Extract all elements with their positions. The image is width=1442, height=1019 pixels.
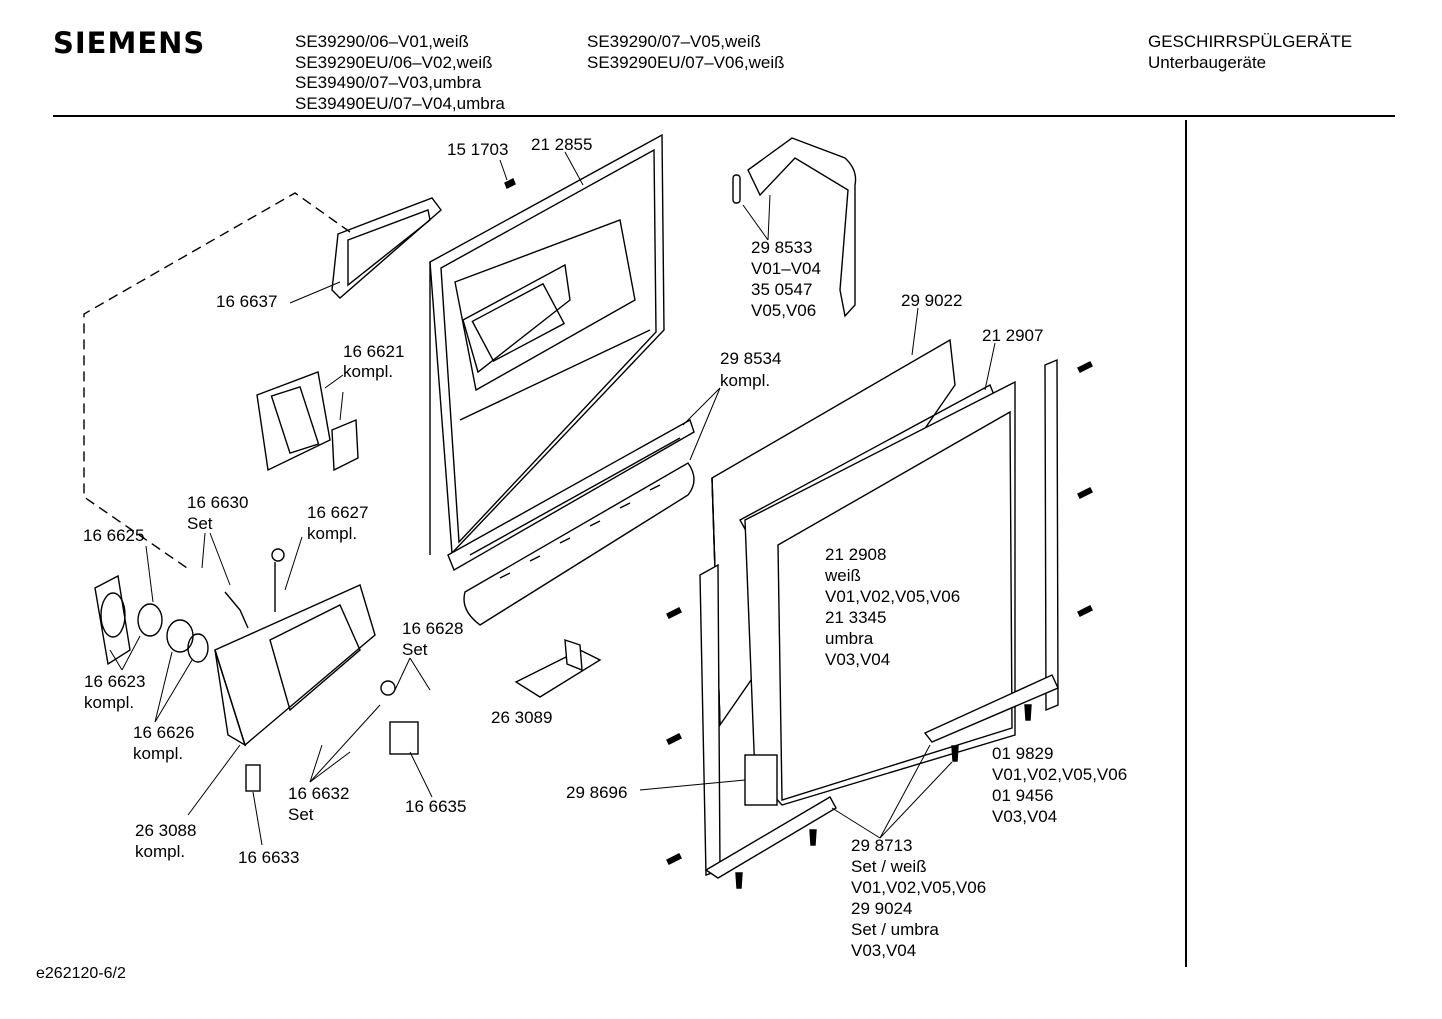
part-label-298534-note: kompl.: [720, 371, 770, 390]
window-frame-part: [331, 197, 442, 299]
part-label-166623: 16 6623: [84, 672, 145, 691]
leader-lines: [109, 151, 996, 846]
part-label-166621: 16 6621: [343, 342, 404, 361]
part-label-213345-color: umbra: [825, 629, 874, 648]
bracket-part: [514, 639, 602, 698]
part-labels: 15 1703 21 2855 29 8533 V01–V04 35 0547 …: [83, 135, 1127, 960]
part-label-299024-note: Set / umbra: [851, 920, 939, 939]
part-label-212855: 21 2855: [531, 135, 592, 154]
dispenser-lid: [94, 574, 131, 666]
part-label-151703: 15 1703: [447, 140, 508, 159]
control-panel-part: [256, 371, 359, 472]
part-label-166630-note: Set: [187, 514, 213, 533]
hinge-bracket-part: [732, 137, 857, 318]
part-label-019456-variant: V03,V04: [992, 807, 1057, 826]
model-list-col1: SE39290/06–V01,weiß SE39290EU/06–V02,wei…: [295, 32, 505, 114]
part-label-350547-variant: V05,V06: [751, 301, 816, 320]
model-line: SE39290EU/07–V06,weiß: [587, 52, 785, 72]
door-seal-strip: [447, 418, 695, 572]
part-label-166625: 16 6625: [83, 526, 144, 545]
model-line: SE39490/07–V03,umbra: [295, 73, 482, 92]
screw-icons: [504, 178, 1093, 889]
part-label-166627-note: kompl.: [307, 524, 357, 543]
part-label-263088: 26 3088: [135, 821, 196, 840]
model-line: SE39290/06–V01,weiß: [295, 32, 469, 51]
category-block: GESCHIRRSPÜLGERÄTE Unterbaugeräte: [1148, 32, 1352, 73]
model-line: SE39290/07–V05,weiß: [587, 32, 761, 51]
part-label-350547: 35 0547: [751, 280, 812, 299]
siemens-logo: SIEMENS: [53, 26, 206, 60]
part-label-166626-note: kompl.: [133, 744, 183, 763]
assembly-dashed-line: [83, 192, 351, 571]
part-label-299024: 29 9024: [851, 899, 912, 918]
part-label-212908-color: weiß: [824, 566, 861, 585]
model-line: SE39290EU/06–V02,weiß: [295, 52, 493, 72]
part-label-298713: 29 8713: [851, 836, 912, 855]
part-label-166628-note: Set: [402, 640, 428, 659]
part-label-212907: 21 2907: [982, 326, 1043, 345]
model-list-col2: SE39290/07–V05,weiß SE39290EU/07–V06,wei…: [587, 32, 785, 73]
part-label-166635: 16 6635: [405, 797, 466, 816]
part-label-298713-note: Set / weiß: [851, 857, 927, 876]
part-label-166632-note: Set: [288, 805, 314, 824]
part-label-166637: 16 6637: [216, 292, 277, 311]
part-label-166627: 16 6627: [307, 503, 368, 522]
part-label-298696: 29 8696: [566, 783, 627, 802]
part-label-298533-variant: V01–V04: [751, 259, 821, 278]
category-subtitle: Unterbaugeräte: [1148, 52, 1267, 72]
category-title: GESCHIRRSPÜLGERÄTE: [1148, 32, 1353, 51]
part-label-019829-variant: V01,V02,V05,V06: [992, 765, 1127, 784]
part-label-212908: 21 2908: [825, 545, 886, 564]
part-label-019456: 01 9456: [992, 786, 1053, 805]
part-label-166623-note: kompl.: [84, 693, 134, 712]
part-label-213345-variant: V03,V04: [825, 650, 890, 669]
decor-frame: [744, 380, 1016, 806]
part-label-299022: 29 9022: [901, 291, 962, 310]
part-label-299024-variant: V03,V04: [851, 941, 916, 960]
part-label-166626: 16 6626: [133, 723, 194, 742]
part-label-166628: 16 6628: [402, 619, 463, 638]
inner-door-panel: [429, 133, 665, 555]
dispenser-housing: [214, 584, 376, 747]
part-label-263088-note: kompl.: [135, 842, 185, 861]
decor-frame-rail: [699, 358, 1059, 879]
part-label-212908-variant: V01,V02,V05,V06: [825, 587, 960, 606]
part-label-298534: 29 8534: [720, 349, 781, 368]
part-label-166621-note: kompl.: [343, 362, 393, 381]
part-label-298533: 29 8533: [751, 238, 812, 257]
part-label-019829: 01 9829: [992, 744, 1053, 763]
drawing-number: e262120-6/2: [36, 965, 126, 982]
part-label-166632: 16 6632: [288, 784, 349, 803]
part-label-213345: 21 3345: [825, 608, 886, 627]
model-line: SE39490EU/07–V04,umbra: [295, 93, 505, 113]
part-label-263089: 26 3089: [491, 708, 552, 727]
kick-plate-strip: [463, 462, 695, 626]
part-label-298713-variant: V01,V02,V05,V06: [851, 878, 986, 897]
part-label-166630: 16 6630: [187, 493, 248, 512]
part-label-166633: 16 6633: [238, 848, 299, 867]
seal-rings: [137, 603, 209, 663]
small-parts: [224, 548, 419, 792]
